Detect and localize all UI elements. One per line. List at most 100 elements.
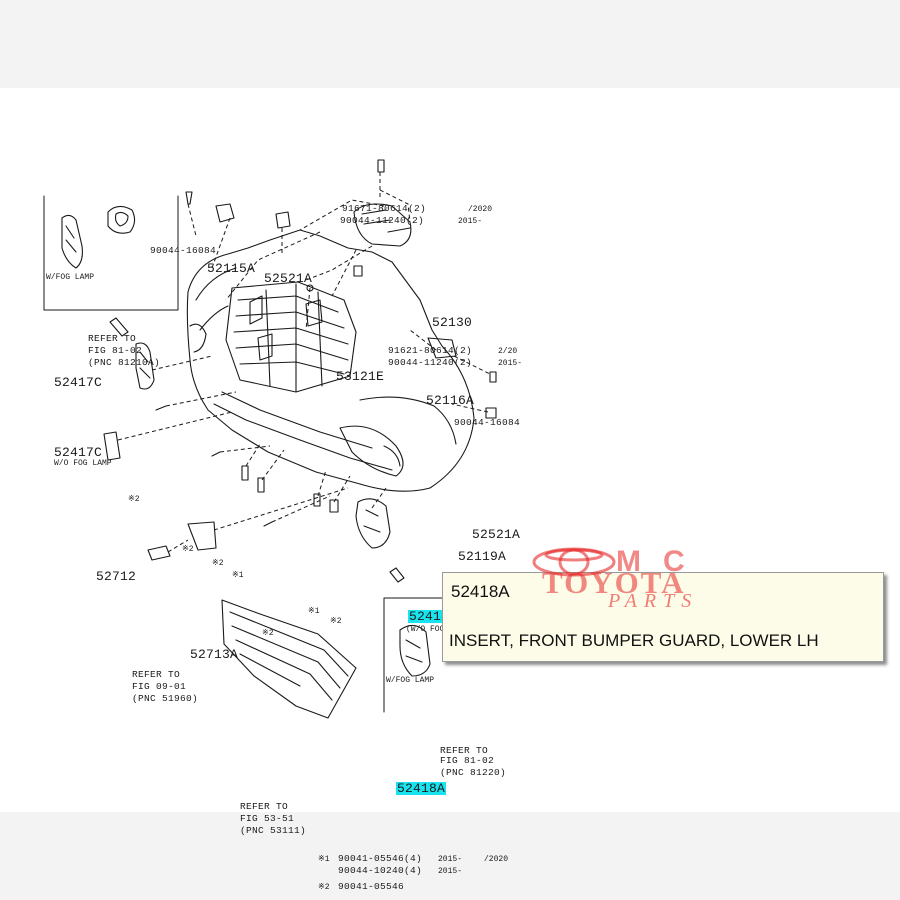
watermark-line-2: TOYOTA <box>542 565 686 600</box>
label-52418A-inset[interactable]: 52418A <box>396 781 447 796</box>
label-wo-fog-lamp: W/O FOG LAMP <box>54 459 112 468</box>
bumper-right-fog-detail <box>383 445 401 467</box>
label-x2-d: ※2 <box>330 617 342 626</box>
fog-lamp-inset-frame-2 <box>383 597 443 713</box>
bumper-lower-lip-2 <box>221 391 373 449</box>
label-x2-c: ※2 <box>212 559 224 568</box>
screw-16084-right <box>489 371 497 383</box>
watermark-logo: MC TOYOTA PARTS <box>530 545 820 615</box>
label-top-bolt-1-tail: /2020 <box>468 205 493 214</box>
label-fig-81-02-b: FIG 81-02 <box>440 755 495 766</box>
lower-grille <box>221 599 357 719</box>
part-52521A-top <box>275 211 291 229</box>
lower-grille-slats <box>229 611 349 701</box>
tooltip-part-code: 52418A <box>451 582 510 601</box>
label-52712: 52712 <box>96 569 137 584</box>
label-52417C-top: 52417C <box>54 375 103 390</box>
label-wfog-lamp: W/FOG LAMP <box>46 273 95 282</box>
label-x2-b: ※2 <box>182 545 194 554</box>
part-52418A-insert <box>355 498 391 549</box>
label-52119A: 52119A <box>458 549 507 564</box>
label-52116A: 52116A <box>426 393 475 408</box>
label-refer-to: REFER TO <box>88 333 137 344</box>
refer-bolt <box>147 545 171 561</box>
part-52417C-left-detail <box>139 351 151 379</box>
label-foot-1: 90041-05546(4) <box>338 853 423 864</box>
clips-and-screws <box>155 405 339 527</box>
label-screw-16084-right: 90044-16084 <box>454 417 521 428</box>
part-52418A-inset-detail <box>405 639 423 663</box>
watermark-line-1: MC <box>616 545 707 578</box>
label-52521A-right: 52521A <box>472 527 521 542</box>
label-fig-53-51: FIG 53-51 <box>240 813 295 824</box>
label-52115A: 52115A <box>207 261 256 276</box>
label-mid-bolt-1: 91621-80614(2) <box>388 345 473 356</box>
label-53121E: 53121E <box>336 369 385 384</box>
part-52116A-bracket <box>427 337 457 359</box>
grille-bars <box>233 295 349 375</box>
label-foot-x1: ※1 <box>318 855 330 864</box>
label-refer-to-2: REFER TO <box>132 669 181 680</box>
label-pnc-81210A: (PNC 81210A) <box>88 357 161 368</box>
bumper-right-fog-opening <box>339 425 404 477</box>
label-foot-3: 90041-05546 <box>338 881 405 892</box>
part-52521A-right <box>485 407 497 419</box>
label-52521A-top: 52521A <box>264 271 313 286</box>
label-x2-e: ※2 <box>262 629 274 638</box>
label-x1-b: ※1 <box>308 607 320 616</box>
label-foot-1-mid: 2015- <box>438 855 463 864</box>
label-top-bolt-2-tail: 2015- <box>458 217 483 226</box>
top-bolt <box>377 159 385 173</box>
label-52713A: 52713A <box>190 647 239 662</box>
label-refer-to-3: REFER TO <box>440 745 489 756</box>
label-pnc-81220: (PNC 81220) <box>440 767 507 778</box>
label-fig-09-01: FIG 09-01 <box>132 681 187 692</box>
part-52713A-bracket <box>187 521 217 551</box>
part-52417C-left <box>135 342 155 390</box>
label-pnc-53111: (PNC 53111) <box>240 825 307 836</box>
label-foot-2: 90044-10240(4) <box>338 865 423 876</box>
mid-bolt <box>353 265 363 277</box>
part-arrow <box>109 317 129 337</box>
label-refer-to-4: REFER TO <box>240 801 289 812</box>
label-foot-2-mid: 2015- <box>438 867 463 876</box>
watermark-line-3: PARTS <box>608 590 699 612</box>
parts-diagram-drawing <box>43 159 497 719</box>
part-52130-detail <box>361 209 411 233</box>
parts-diagram-sheet: 91671-80614(2) /2020 90044-11240(2) 2015… <box>0 88 900 892</box>
bumper-left-fog-opening <box>189 323 207 353</box>
label-foot-1-tail: /2020 <box>484 855 509 864</box>
part-52418A-inset <box>399 624 431 677</box>
label-wo-fog-lamp-2: (W/O FOG LAMP) <box>406 625 474 634</box>
leader-lines <box>117 172 491 553</box>
front-bumper-cover <box>186 229 475 492</box>
label-top-bolt-1: 91671-80614(2) <box>342 203 427 214</box>
label-mid-bolt-1-tail: 2/20 <box>498 347 518 356</box>
fog-lamp-insert-part <box>61 214 83 269</box>
grille-verticals <box>265 283 323 393</box>
label-screw-16084-left: 90044-16084 <box>150 245 217 256</box>
label-pnc-51960: (PNC 51960) <box>132 693 199 704</box>
part-52418A-arrow <box>389 567 405 583</box>
label-mid-bolt-2-tail: 2015- <box>498 359 523 368</box>
screw-16084-left <box>185 191 193 205</box>
part-52130-bracket <box>353 203 412 247</box>
label-foot-x2: ※2 <box>318 883 330 892</box>
label-mid-bolt-2: 90044-11240(2) <box>388 357 473 368</box>
toyota-emblem-icon <box>532 547 616 577</box>
part-52115A-clip <box>215 203 235 223</box>
label-top-bolt-2: 90044-11240(2) <box>340 215 425 226</box>
label-52130: 52130 <box>432 315 473 330</box>
label-fig-81-02: FIG 81-02 <box>88 345 143 356</box>
fog-lamp-unit <box>107 205 136 234</box>
label-wfog-lamp-2: W/FOG LAMP <box>386 676 435 685</box>
fog-lamp-lens <box>114 211 129 227</box>
tooltip-part-description: INSERT, FRONT BUMPER GUARD, LOWER LH <box>449 631 819 650</box>
label-x2-a: ※2 <box>128 495 140 504</box>
part-52418A-detail <box>363 509 381 533</box>
fog-lamp-inset-frame <box>43 195 179 311</box>
bumper-right-contour <box>359 396 457 445</box>
fog-lamp-insert-detail <box>65 225 77 253</box>
bumper-lower-lip <box>213 403 393 471</box>
grille-cells <box>249 295 323 361</box>
